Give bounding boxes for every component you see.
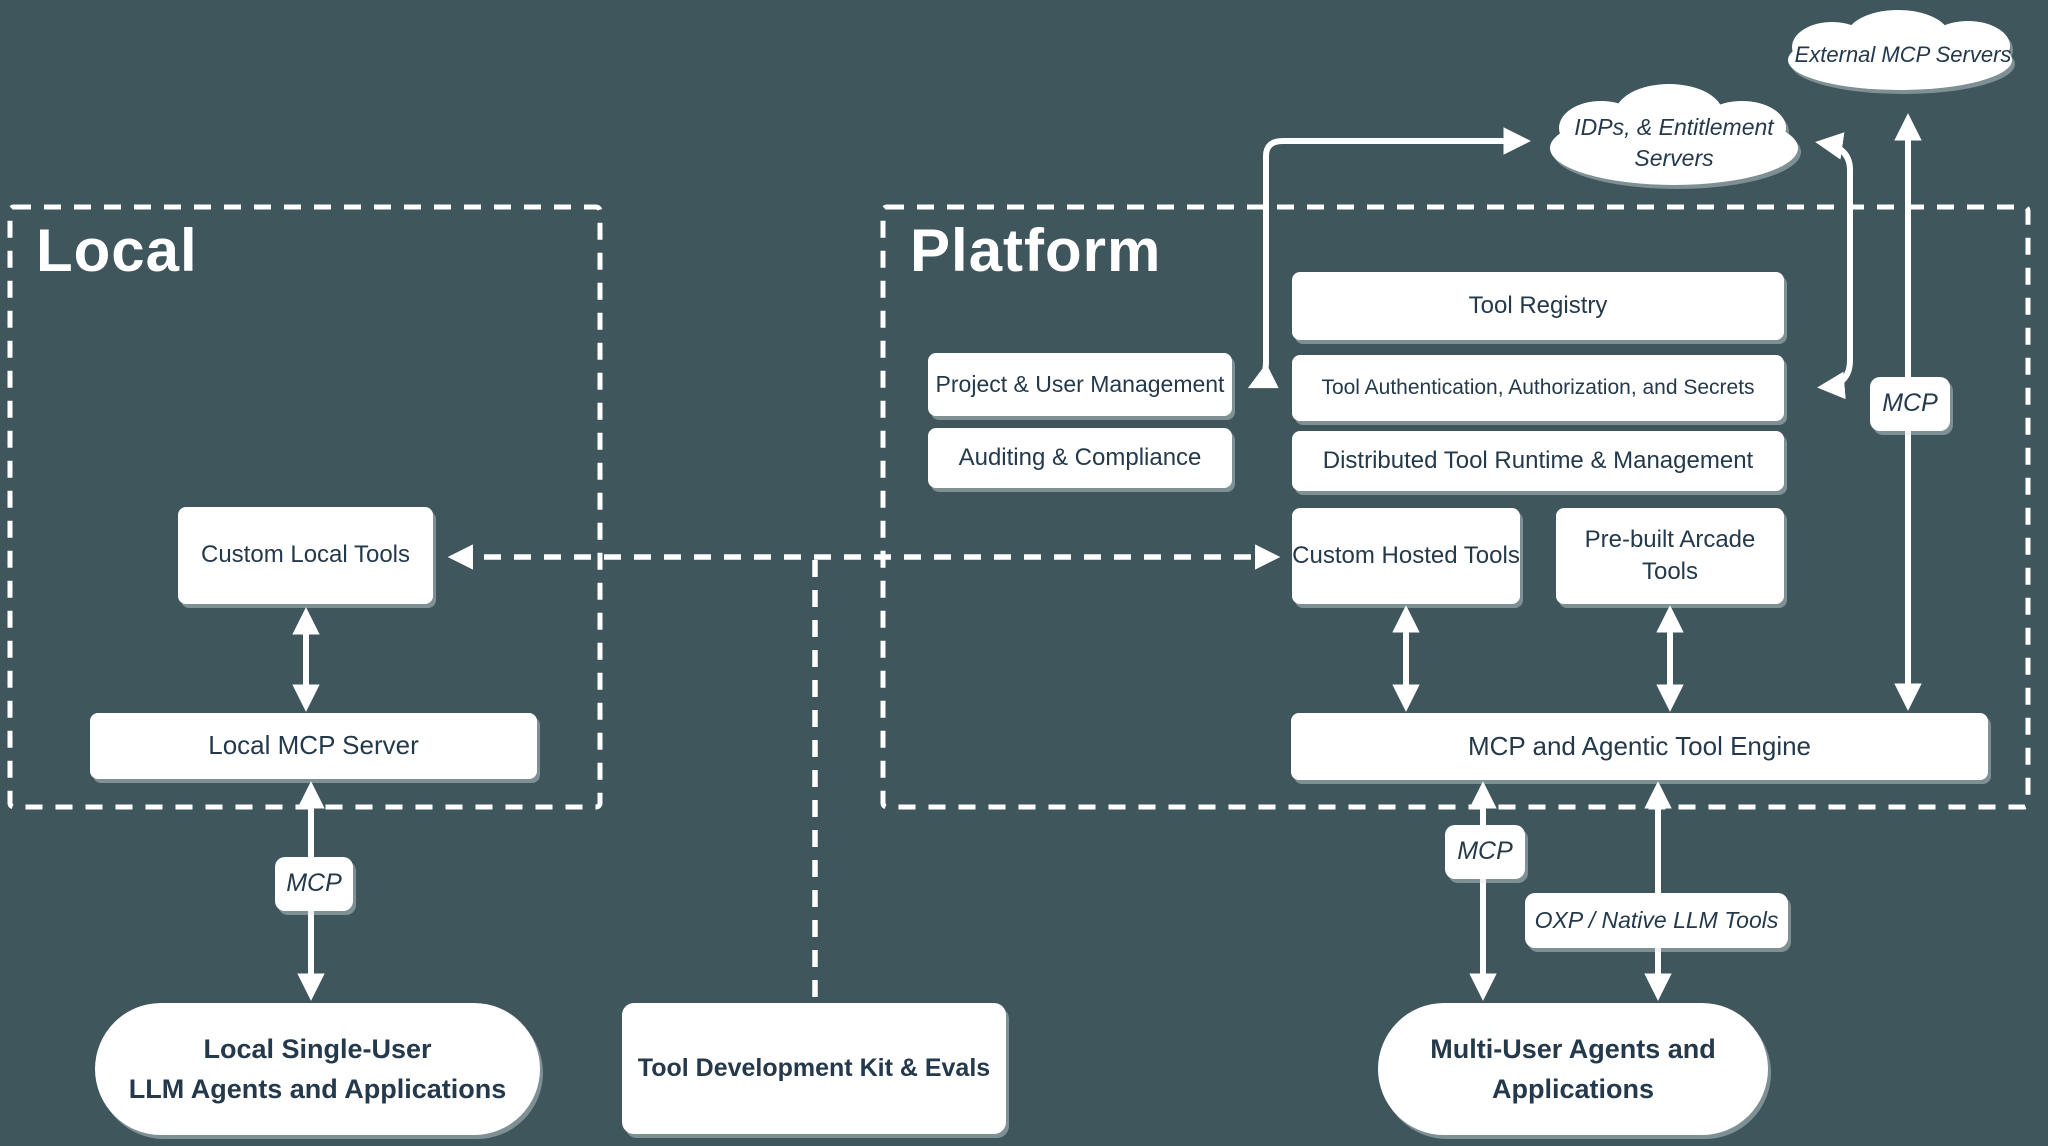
idps-label-line2: Servers bbox=[1634, 145, 1714, 172]
platform-region-border bbox=[880, 204, 2031, 810]
arrow-idps-to-tool-auth bbox=[1815, 132, 1853, 400]
project-user-mgmt-node: Project & User Management bbox=[928, 353, 1232, 416]
multi-user-agents-node: Multi-User Agents and Applications bbox=[1378, 1003, 1768, 1135]
distributed-runtime-node: Distributed Tool Runtime & Management bbox=[1292, 431, 1784, 491]
tool-auth-node: Tool Authentication, Authorization, and … bbox=[1292, 355, 1784, 421]
local-mcp-server-node: Local MCP Server bbox=[90, 713, 537, 779]
local-section-title: Local bbox=[36, 217, 198, 284]
mcp-agentic-tool-engine-node: MCP and Agentic Tool Engine bbox=[1291, 713, 1988, 780]
platform-section-title: Platform bbox=[910, 217, 1162, 284]
external-mcp-servers-label: External MCP Servers bbox=[1794, 42, 2012, 67]
oxp-native-llm-tools-edge-label: OXP / Native LLM Tools bbox=[1525, 893, 1788, 948]
prebuilt-arcade-tools-node: Pre-built Arcade Tools bbox=[1556, 508, 1784, 604]
idps-entitlement-label: IDPs, & Entitlement Servers bbox=[1558, 112, 1790, 176]
custom-local-tools-node: Custom Local Tools bbox=[178, 507, 433, 604]
idps-entitlement-cloud bbox=[1550, 84, 1798, 185]
custom-hosted-tools-node: Custom Hosted Tools bbox=[1292, 508, 1520, 604]
local-single-user-agents-node: Local Single-User LLM Agents and Applica… bbox=[95, 1003, 540, 1135]
mcp-edge-label-external: MCP bbox=[1870, 377, 1950, 431]
arrow-project-user-mgmt-to-idps bbox=[1247, 127, 1531, 389]
tool-registry-node: Tool Registry bbox=[1292, 272, 1784, 340]
auditing-compliance-node: Auditing & Compliance bbox=[928, 428, 1232, 488]
idps-label-line1: IDPs, & Entitlement bbox=[1574, 114, 1774, 140]
multi-agents-line2: Applications bbox=[1491, 1074, 1654, 1104]
multi-agents-line1: Multi-User Agents and bbox=[1430, 1033, 1716, 1064]
external-mcp-servers-cloud bbox=[1788, 10, 2012, 90]
mcp-edge-label-local: MCP bbox=[275, 857, 353, 911]
mcp-edge-label-platform: MCP bbox=[1445, 825, 1525, 879]
local-agents-line2: LLM Agents and Applications bbox=[128, 1074, 507, 1104]
local-agents-line1: Local Single-User bbox=[203, 1033, 432, 1064]
tool-development-kit-node: Tool Development Kit & Evals bbox=[622, 1003, 1006, 1134]
